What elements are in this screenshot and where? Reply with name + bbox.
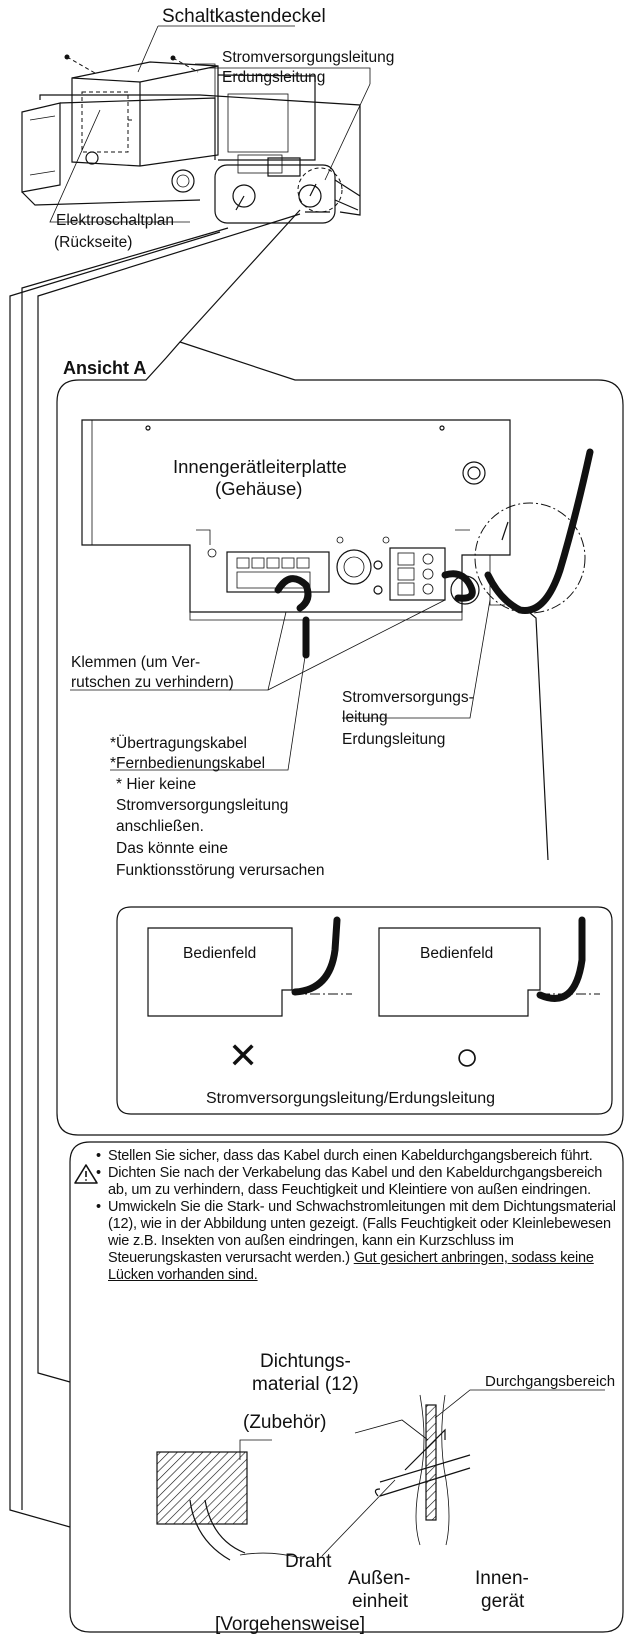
pcb-label-1: Innengerätleiterplatte — [173, 456, 347, 477]
indoor-label-1: Innen- — [475, 1568, 529, 1589]
switch-box-cover — [71, 61, 219, 167]
accessory-label: (Zubehör) — [243, 1412, 326, 1433]
sealing-diagram — [156, 1389, 605, 1561]
bottom-caption: Stromversorgungsleitung/Erdungsleitung — [206, 1090, 495, 1107]
pcb-label-2: (Gehäuse) — [215, 478, 302, 499]
panel-right-label: Bedienfeld — [420, 945, 493, 962]
passage-label: Durchgangsbereich — [485, 1373, 615, 1390]
warning-line-5: Funktionsstörung verursachen — [116, 862, 325, 879]
warning-line-1: * Hier keine — [116, 776, 196, 793]
outdoor-label-2: einheit — [352, 1591, 409, 1612]
power-label-1: Stromversorgungs- — [342, 689, 474, 706]
caution-bullet-2: Dichten Sie nach der Verkabelung das Kab… — [96, 1165, 621, 1199]
clamp-label-2: rutschen zu verhindern) — [71, 674, 234, 691]
earth-label: Erdungsleitung — [342, 731, 445, 748]
transmission-cable-label: *Übertragungskabel — [110, 734, 247, 752]
procedure-label: [Vorgehensweise] — [215, 1614, 365, 1635]
caution-underlined: Gut gesichert anbringen, sodass keine Lü… — [108, 1250, 594, 1283]
pcb-housing — [81, 419, 511, 621]
wrong-mark: ✕ — [228, 1035, 258, 1076]
power-label-2: leitung — [342, 709, 388, 726]
view-title: Ansicht A — [63, 358, 146, 378]
material-label-1: Dichtungs- — [260, 1351, 351, 1372]
view-a-panel — [56, 341, 624, 1136]
power-cable — [484, 448, 594, 614]
remote-cable-label: *Fernbedienungskabel — [110, 755, 265, 772]
indoor-label-2: gerät — [481, 1591, 525, 1612]
material-label-2: material (12) — [252, 1374, 359, 1395]
caution-paren: (Falls Feuchtigkeit oder Kleinlebewesen … — [108, 1216, 611, 1266]
outdoor-label-1: Außen- — [348, 1568, 410, 1589]
unit-drawing — [21, 54, 361, 224]
right-mark: ○ — [455, 1035, 479, 1079]
wire-label: Draht — [285, 1551, 332, 1572]
power-line-label: Stromversorgungsleitung — [222, 49, 394, 66]
warning-line-2: Stromversorgungsleitung — [116, 797, 288, 814]
cover-label: Schaltkastendeckel — [162, 6, 326, 27]
caution-bullet-1: Stellen Sie sicher, dass das Kabel durch… — [96, 1148, 621, 1165]
comparison-box — [116, 906, 613, 1115]
warning-line-4: Das könnte eine — [116, 840, 228, 857]
caution-text: Stellen Sie sicher, dass das Kabel durch… — [96, 1148, 621, 1284]
warning-triangle-icon — [74, 1164, 98, 1184]
wiring-diagram-label: Elektroschaltplan — [56, 212, 174, 229]
warning-line-3: anschließen. — [116, 818, 204, 835]
earth-line-label: Erdungsleitung — [222, 69, 325, 86]
back-label: (Rückseite) — [54, 234, 132, 251]
clamp-label-1: Klemmen (um Ver- — [71, 654, 200, 671]
panel-left-label: Bedienfeld — [183, 945, 256, 962]
caution-bullet-3-text: Umwickeln Sie die Stark- und Schwachstro… — [108, 1199, 616, 1232]
caution-bullet-3: Umwickeln Sie die Stark- und Schwachstro… — [96, 1199, 621, 1284]
